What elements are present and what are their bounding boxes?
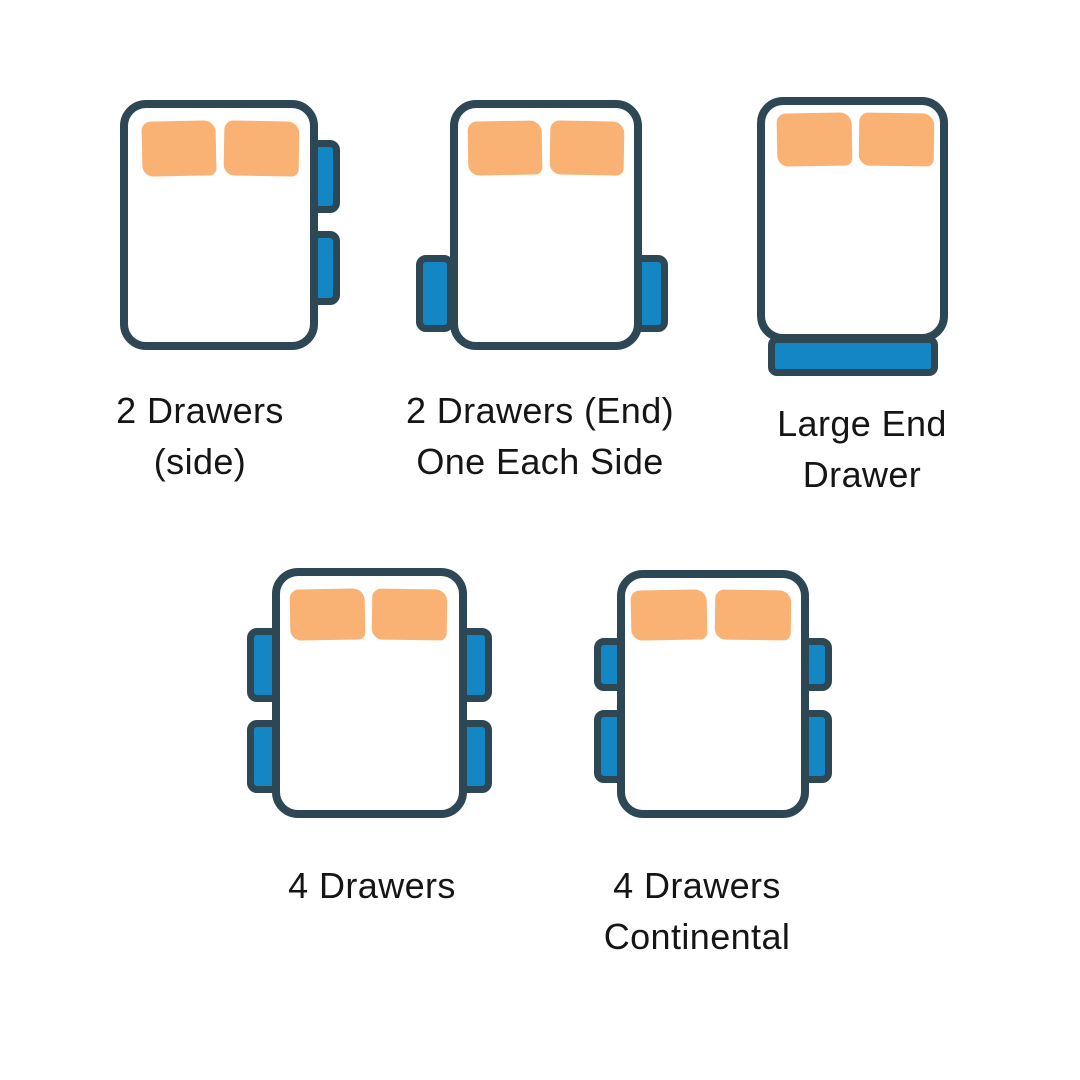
figure-label: Large End Drawer <box>777 403 947 496</box>
side-drawer-top-right-icon <box>454 628 492 702</box>
pillow-left-icon <box>141 120 217 177</box>
pillow-left-icon <box>467 120 543 176</box>
pillow-right-icon <box>371 588 448 641</box>
figure-label: 4 Drawers <box>288 865 456 906</box>
bed-icon <box>272 568 467 818</box>
side-drawer-bottom-right-icon <box>796 710 832 783</box>
figure-label: 4 Drawers Continental <box>603 865 791 958</box>
end-drawer-right-icon <box>630 255 668 332</box>
pillow-right-icon <box>714 589 792 641</box>
side-drawer-bottom-right-icon <box>454 720 492 793</box>
pillow-right-icon <box>858 112 935 167</box>
bed-icon <box>757 97 948 342</box>
side-drawer-bottom-right-icon <box>302 231 340 305</box>
bed-icon <box>120 100 318 350</box>
pillow-left-icon <box>289 588 366 641</box>
figure-label: 2 Drawers (End) One Each Side <box>405 390 675 483</box>
pillow-left-icon <box>776 112 853 167</box>
end-drawer-left-icon <box>416 255 454 332</box>
side-drawer-top-left-icon <box>247 628 285 702</box>
figure-label: 2 Drawers (side) <box>116 390 284 483</box>
continental-drawer-top-right-icon <box>796 638 832 691</box>
bed-icon <box>450 100 642 350</box>
pillow-right-icon <box>549 120 625 176</box>
side-drawer-bottom-left-icon <box>594 710 630 783</box>
pillow-left-icon <box>630 589 708 641</box>
side-drawer-top-right-icon <box>302 140 340 213</box>
bed-icon <box>617 570 809 818</box>
continental-drawer-top-left-icon <box>594 638 630 691</box>
pillow-right-icon <box>223 120 300 177</box>
large-end-drawer-icon <box>768 336 938 376</box>
side-drawer-bottom-left-icon <box>247 720 285 793</box>
